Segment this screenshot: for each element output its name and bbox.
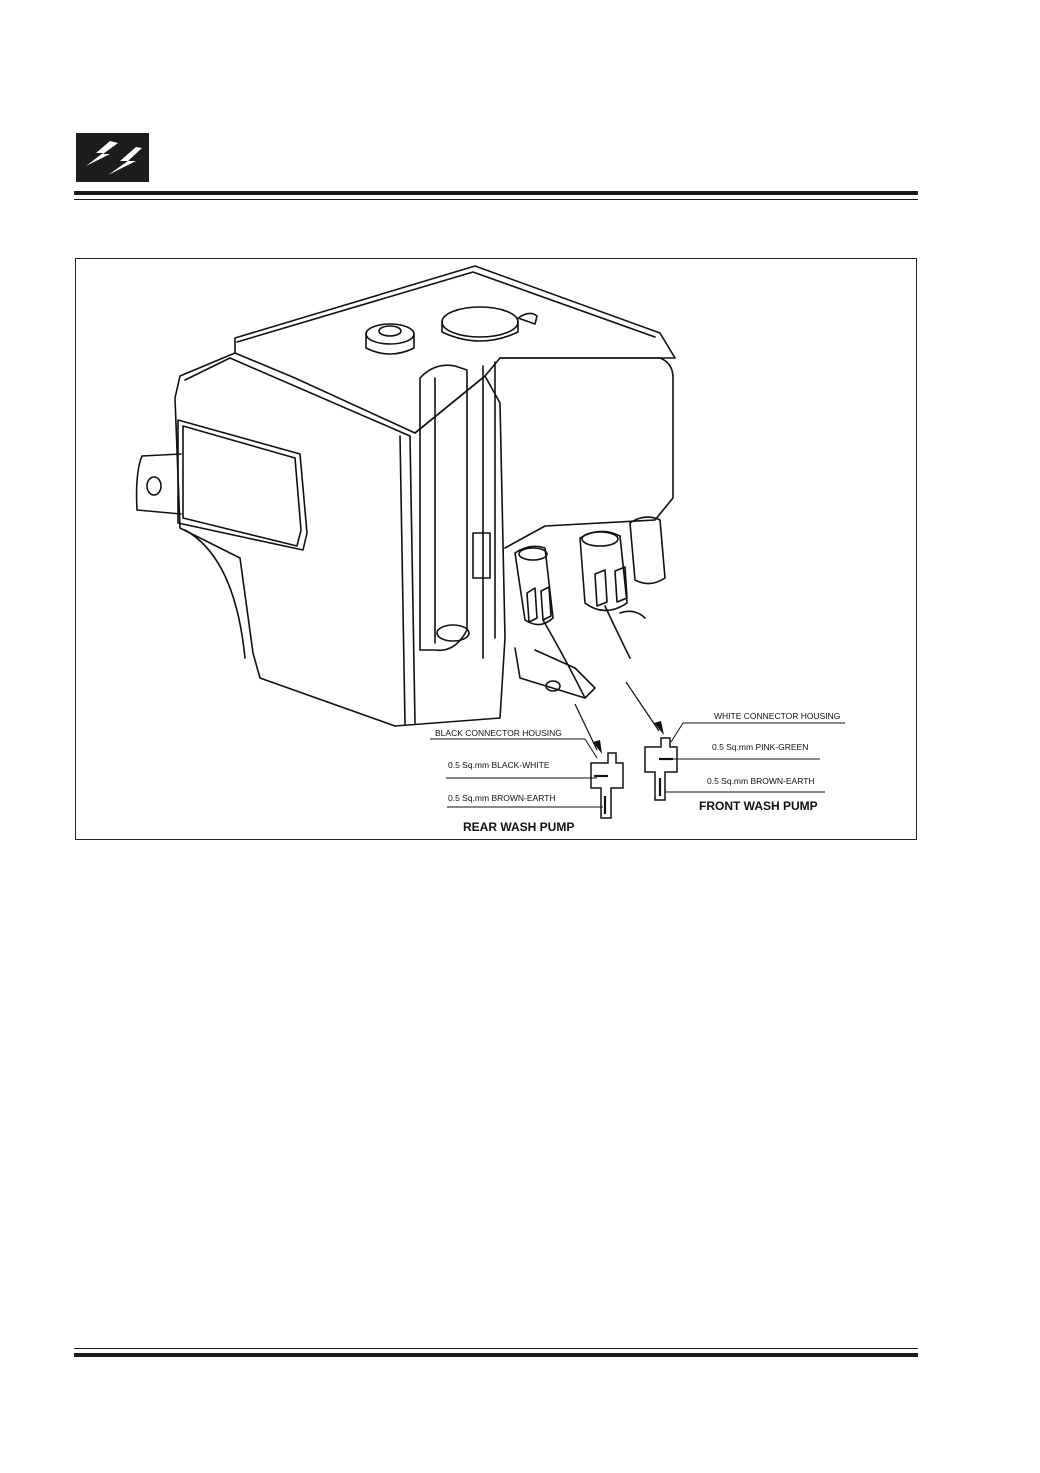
- lightning-bolts-icon: [76, 133, 149, 182]
- washer-reservoir-diagram: BLACK CONNECTOR HOUSING 0.5 Sq.mm BLACK-…: [135, 265, 845, 834]
- front-pump-title: FRONT WASH PUMP: [699, 799, 818, 813]
- front-connector-pins: [658, 757, 673, 796]
- header-rule-thin: [74, 199, 918, 200]
- rear-housing-label: BLACK CONNECTOR HOUSING: [435, 728, 562, 738]
- leader-arrows: [574, 681, 664, 754]
- rear-wire-2-label: 0.5 Sq.mm BROWN-EARTH: [448, 793, 556, 803]
- footer-rule-thick: [74, 1353, 918, 1357]
- rear-pump-title: REAR WASH PUMP: [463, 820, 574, 834]
- header-rule-thick: [74, 191, 918, 195]
- rear-connector-housing-shape: [590, 752, 624, 819]
- rear-connector-pins: [594, 774, 608, 814]
- footer-rule-thin: [74, 1348, 918, 1349]
- figure-frame: [75, 258, 917, 840]
- front-housing-label: WHITE CONNECTOR HOUSING: [714, 711, 840, 721]
- rear-wire-1-label: 0.5 Sq.mm BLACK-WHITE: [448, 760, 550, 770]
- rear-leader-lines: [430, 738, 603, 808]
- rear-arrow-head: [593, 740, 602, 754]
- front-arrow-head: [654, 721, 664, 735]
- front-wire-1-label: 0.5 Sq.mm PINK-GREEN: [712, 742, 808, 752]
- front-connector-housing-shape: [644, 737, 678, 801]
- front-leader-lines: [665, 722, 845, 793]
- front-wire-2-label: 0.5 Sq.mm BROWN-EARTH: [707, 776, 815, 786]
- washer-reservoir-drawing: [135, 265, 676, 727]
